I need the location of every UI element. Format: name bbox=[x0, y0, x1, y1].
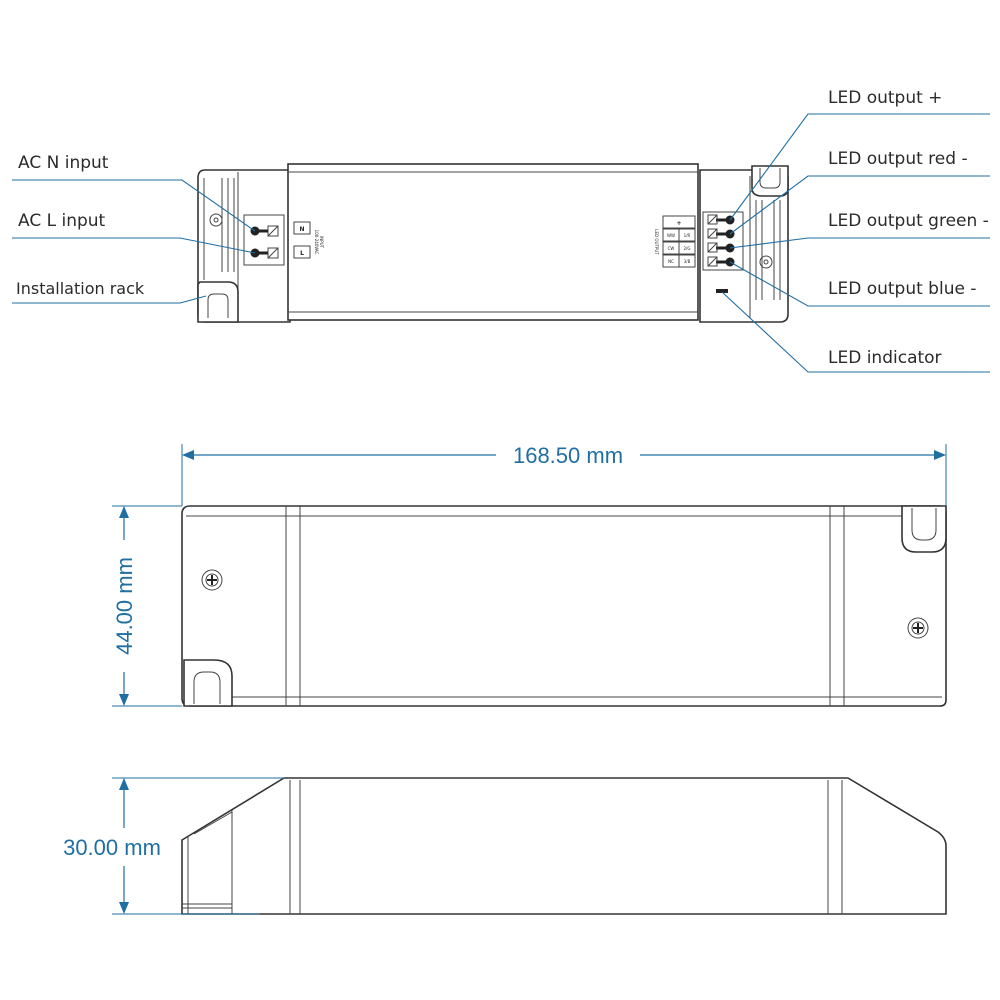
input-l-mark: L bbox=[300, 250, 304, 257]
dimension-length: 168.50 mm bbox=[513, 443, 623, 468]
dimension-width: 44.00 mm bbox=[112, 557, 137, 655]
out-plus-mark: + bbox=[676, 220, 681, 227]
leader-ac-l bbox=[12, 237, 256, 254]
leader-output-red bbox=[729, 175, 990, 235]
terminal-view: N L INPUT 100-240VAC bbox=[197, 163, 789, 323]
leader-output-blue bbox=[729, 261, 990, 307]
leader-output-green bbox=[729, 237, 990, 249]
dimension-height: 30.00 mm bbox=[63, 835, 161, 860]
callout-led-output-red: LED output red - bbox=[828, 149, 968, 169]
callout-installation-rack: Installation rack bbox=[16, 279, 145, 298]
leader-rack bbox=[12, 295, 207, 304]
callout-ac-n-input: AC N input bbox=[18, 153, 109, 173]
input-voltage-mark: 100-240VAC bbox=[314, 230, 319, 255]
leader-output-plus bbox=[729, 113, 990, 221]
out-1r-mark: 1/R bbox=[684, 233, 691, 238]
callout-led-output-green: LED output green - bbox=[828, 211, 989, 231]
out-3b-mark: 3/B bbox=[684, 259, 691, 264]
out-ww-mark: WW bbox=[667, 233, 675, 238]
led-indicator-mark bbox=[716, 289, 728, 293]
out-2g-mark: 2/G bbox=[684, 246, 691, 251]
side-view bbox=[181, 777, 947, 915]
callout-led-output-blue: LED output blue - bbox=[828, 279, 976, 299]
plan-view bbox=[181, 505, 947, 707]
leader-indicator bbox=[721, 291, 990, 373]
input-n-mark: N bbox=[299, 226, 304, 233]
out-nc-mark: NC bbox=[668, 259, 674, 264]
callout-ac-l-input: AC L input bbox=[18, 211, 106, 231]
input-title-mark: INPUT bbox=[319, 236, 324, 249]
callout-led-output-plus: LED output + bbox=[828, 88, 942, 108]
callout-led-indicator: LED indicator bbox=[828, 348, 942, 368]
output-title-mark: LED OUTPUT bbox=[654, 229, 659, 255]
leader-ac-n bbox=[12, 179, 256, 232]
out-cw-mark: CW bbox=[668, 246, 675, 251]
